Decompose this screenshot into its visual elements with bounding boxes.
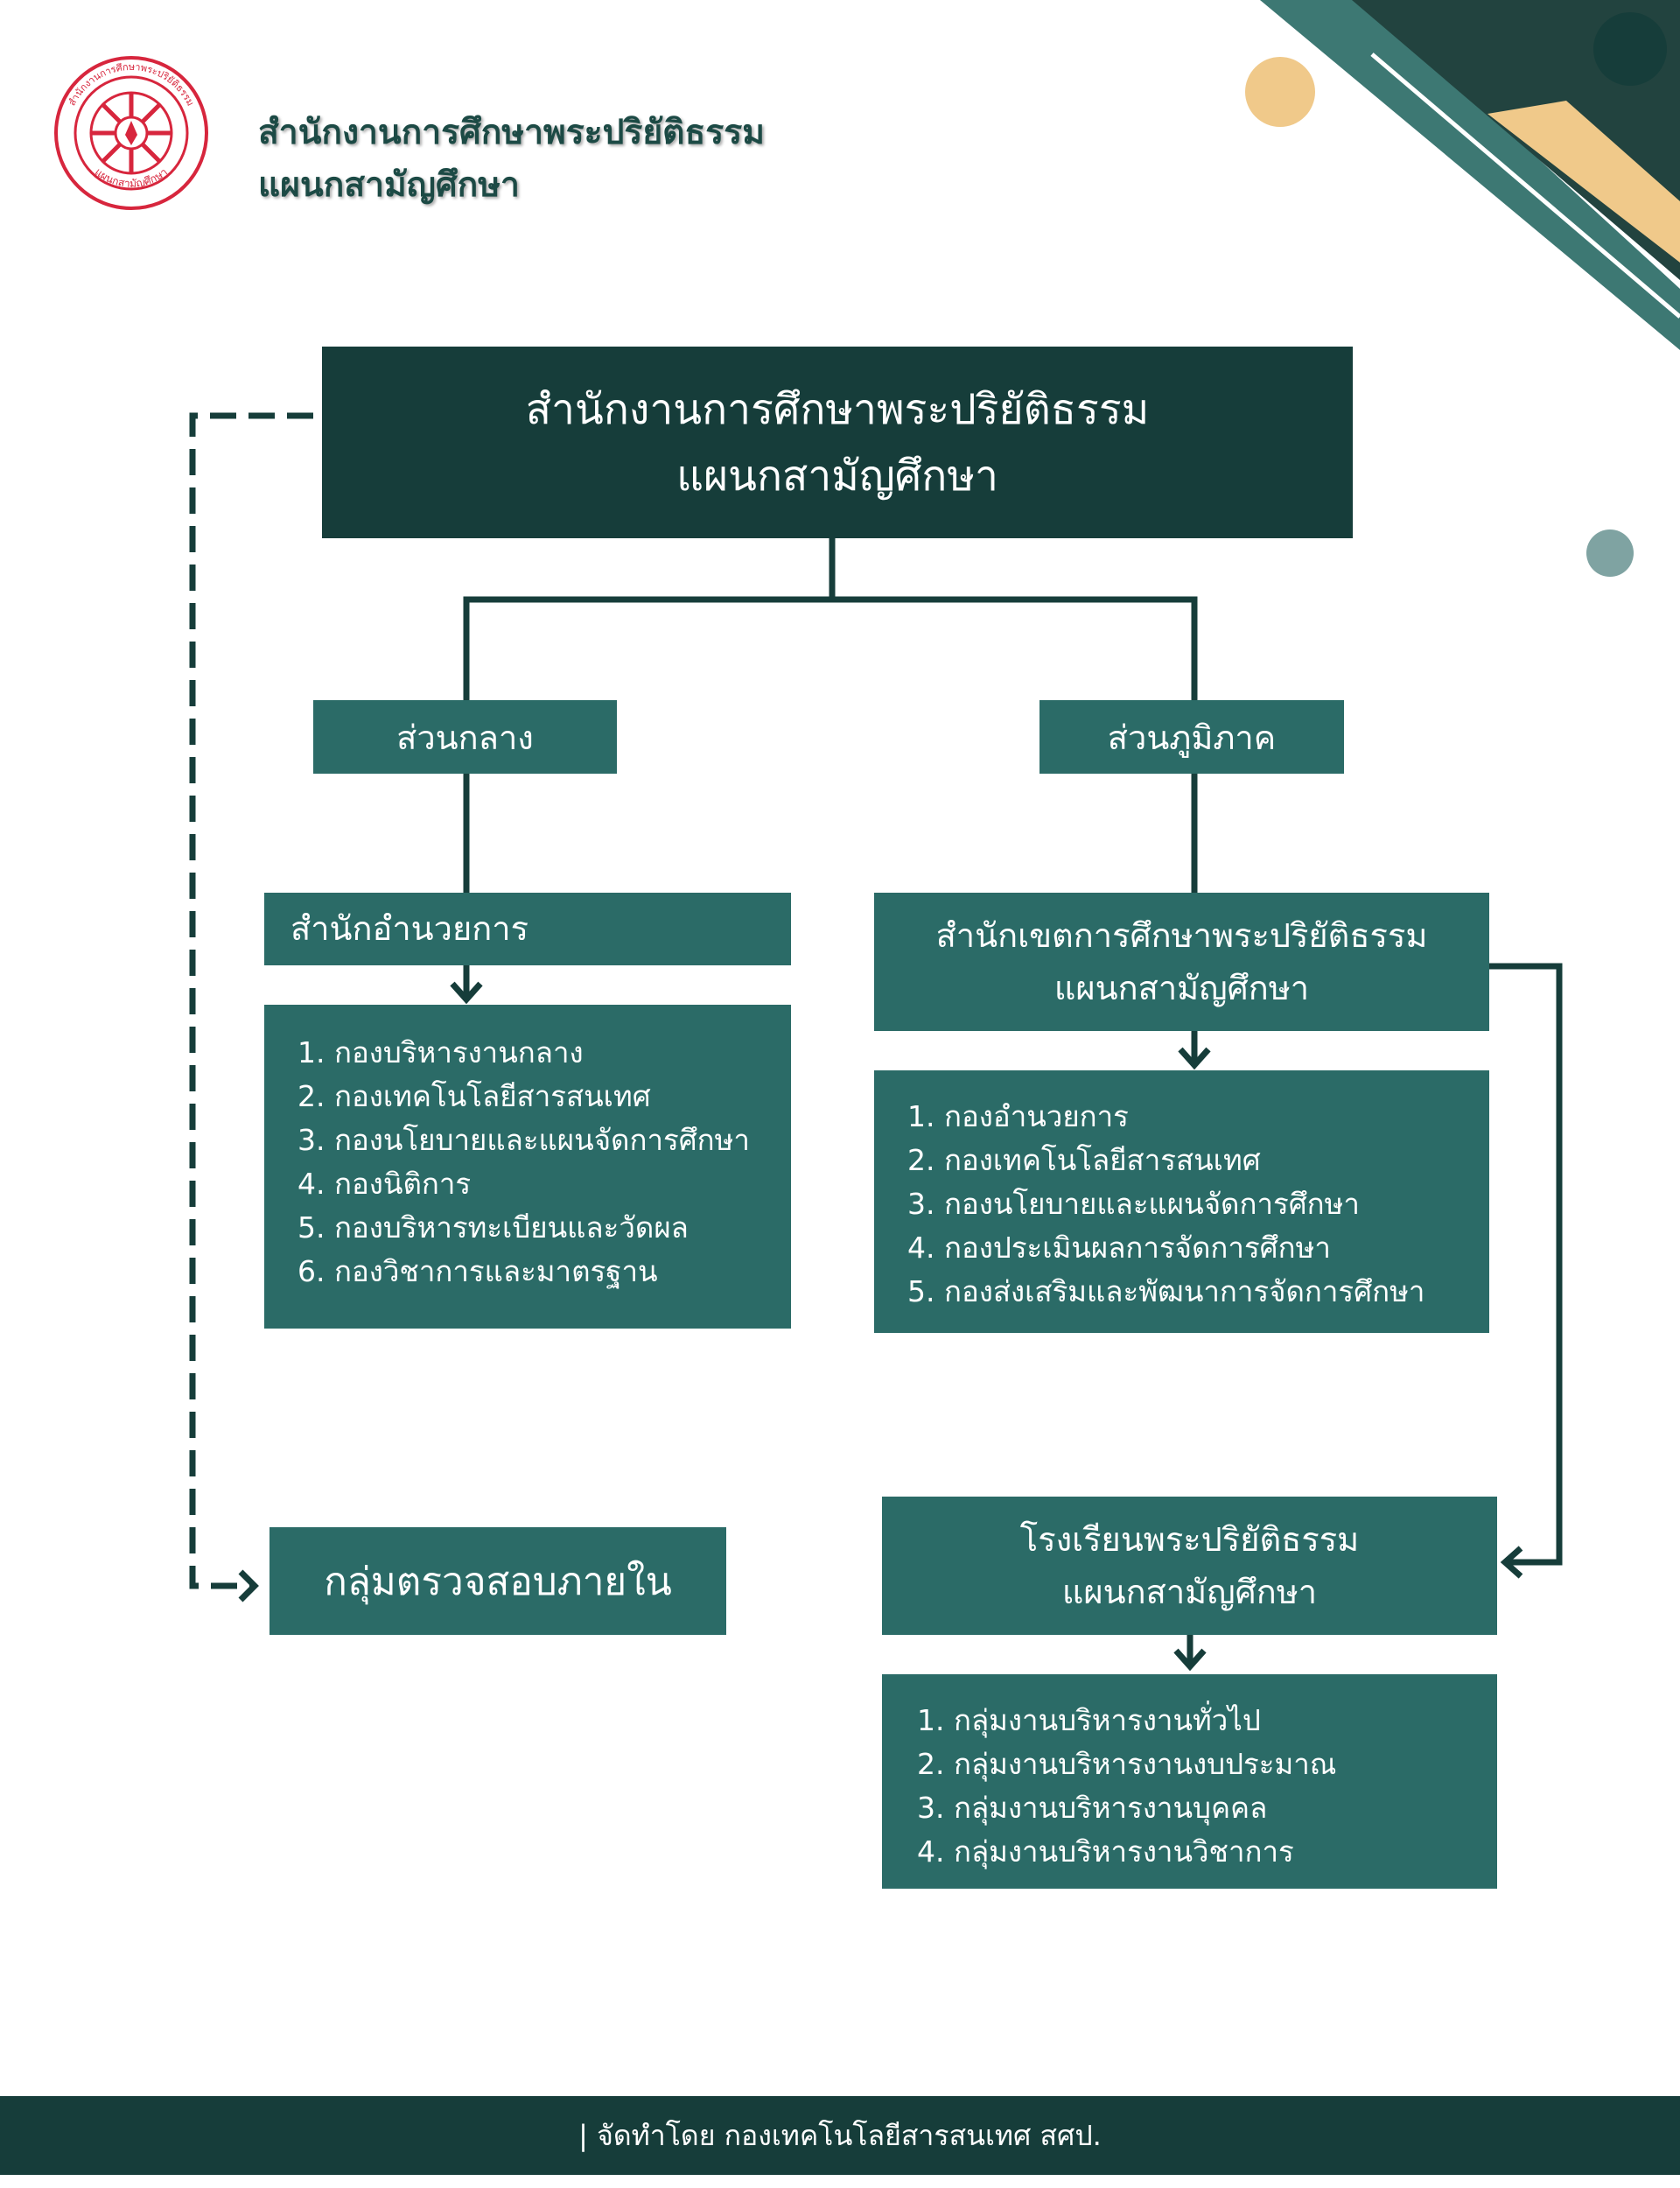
central-office-label: สำนักอำนวยการ — [290, 909, 529, 948]
header-title-line2: แผนกสามัญศึกษา — [258, 165, 520, 205]
list-item: 5. กองบริหารทะเบียนและวัดผล — [298, 1210, 689, 1245]
list-item: 2. กองเทคโนโลยีสารสนเทศ — [298, 1079, 651, 1113]
central-node: ส่วนกลาง — [313, 700, 617, 774]
school-groups-box: 1. กลุ่มงานบริหารงานทั่วไป 2. กลุ่มงานบริ… — [882, 1674, 1497, 1889]
regional-office-line2: แผนกสามัญศึกษา — [1054, 969, 1310, 1007]
decor-circle-small — [1586, 529, 1634, 577]
header-title: สำนักงานการศึกษาพระปริยัติธรรม แผนกสามัญ… — [258, 107, 765, 212]
central-divisions-box: 1. กองบริหารงานกลาง 2. กองเทคโนโลยีสารสนเ… — [264, 1005, 791, 1329]
arrowhead-audit — [238, 1569, 259, 1602]
footer-bar: | จัดทำโดย กองเทคโนโลยีสารสนเทศ สศป. — [0, 2096, 1680, 2175]
decor-stripe-dark — [1352, 0, 1680, 280]
regional-office-line1: สำนักเขตการศึกษาพระปริยัติธรรม — [935, 916, 1428, 955]
central-divisions-list: 1. กองบริหารงานกลาง 2. กองเทคโนโลยีสารสนเ… — [298, 1031, 791, 1294]
list-item: 1. กองบริหารงานกลาง — [298, 1035, 584, 1069]
list-item: 4. กลุ่มงานบริหารงานวิชาการ — [917, 1834, 1294, 1869]
arrowhead-school — [1500, 1546, 1523, 1579]
list-item: 2. กลุ่มงานบริหารงานงบประมาณ — [917, 1747, 1337, 1781]
list-item: 4. กองประเมินผลการจัดการศึกษา — [907, 1231, 1331, 1265]
regional-office-node: สำนักเขตการศึกษาพระปริยัติธรรม แผนกสามัญ… — [874, 893, 1489, 1031]
school-line1: โรงเรียนพระปริยัติธรรม — [1019, 1520, 1360, 1559]
arrowhead-school-groups — [1173, 1648, 1207, 1672]
decor-stripe-tan — [1488, 101, 1680, 263]
list-item: 1. กองอำนวยการ — [907, 1099, 1129, 1133]
connector-regional-school — [1489, 963, 1563, 1566]
list-item: 4. กองนิติการ — [298, 1167, 472, 1201]
decor-stripe-teal — [1260, 0, 1680, 350]
decor-circle-tan — [1245, 57, 1315, 127]
arrowhead-regional-divisions — [1178, 1047, 1211, 1070]
regional-label: ส่วนภูมิภาค — [1107, 718, 1277, 757]
connector-lines — [189, 412, 1563, 1672]
decor-white-line — [1370, 53, 1680, 319]
central-label: ส่วนกลาง — [396, 718, 534, 757]
list-item: 3. กองนโยบายและแผนจัดการศึกษา — [298, 1123, 750, 1157]
list-item: 3. กองนโยบายและแผนจัดการศึกษา — [907, 1187, 1360, 1221]
header-title-line1: สำนักงานการศึกษาพระปริยัติธรรม — [258, 113, 765, 152]
root-node-line2: แผนกสามัญศึกษา — [676, 451, 998, 501]
list-item: 5. กองส่งเสริมและพัฒนาการจัดการศึกษา — [907, 1274, 1425, 1308]
list-item: 3. กลุ่มงานบริหารงานบุคคล — [917, 1791, 1268, 1825]
school-node: โรงเรียนพระปริยัติธรรม แผนกสามัญศึกษา — [882, 1497, 1497, 1635]
connector-audit-dashed — [189, 412, 313, 1589]
audit-label: กลุ่มตรวจสอบภายใน — [324, 1559, 672, 1604]
decor-circle-dark — [1593, 12, 1667, 86]
regional-divisions-box: 1. กองอำนวยการ 2. กองเทคโนโลยีสารสนเทศ 3. … — [874, 1070, 1489, 1333]
seal-logo: สำนักงานการศึกษาพระปริยัติธรรม แผนกสามัญ… — [54, 56, 208, 210]
root-node-line1: สำนักงานการศึกษาพระปริยัติธรรม — [525, 384, 1150, 434]
regional-divisions-list: 1. กองอำนวยการ 2. กองเทคโนโลยีสารสนเทศ 3. … — [907, 1095, 1489, 1314]
school-groups-list: 1. กลุ่มงานบริหารงานทั่วไป 2. กลุ่มงานบริ… — [917, 1699, 1497, 1874]
list-item: 2. กองเทคโนโลยีสารสนเทศ — [907, 1143, 1261, 1177]
central-office-node: สำนักอำนวยการ — [264, 893, 791, 965]
list-item: 6. กองวิชาการและมาตรฐาน — [298, 1254, 658, 1288]
school-line2: แผนกสามัญศึกษา — [1061, 1573, 1318, 1611]
footer-text: | จัดทำโดย กองเทคโนโลยีสารสนเทศ สศป. — [578, 2118, 1102, 2152]
arrowhead-central-divisions — [450, 981, 483, 1005]
audit-node: กลุ่มตรวจสอบภายใน — [270, 1527, 726, 1635]
connector-branch — [463, 596, 1198, 700]
root-node: สำนักงานการศึกษาพระปริยัติธรรม แผนกสามัญ… — [322, 347, 1353, 538]
list-item: 1. กลุ่มงานบริหารงานทั่วไป — [917, 1703, 1261, 1737]
regional-node: ส่วนภูมิภาค — [1040, 700, 1344, 774]
